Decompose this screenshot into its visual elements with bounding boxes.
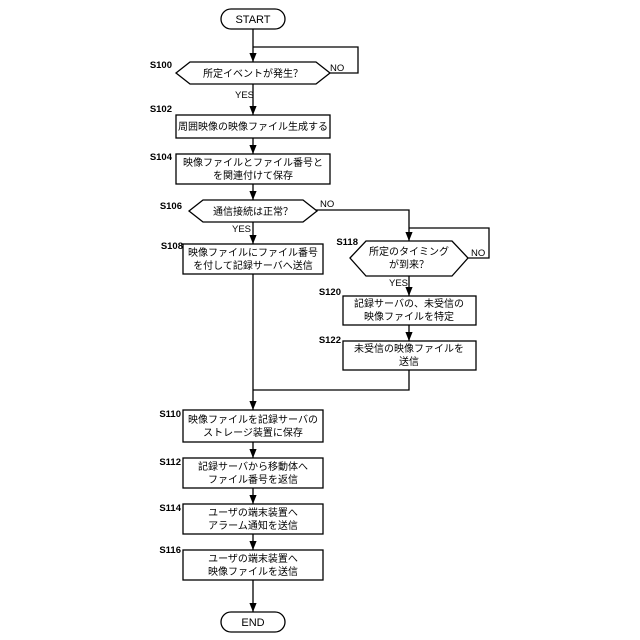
s110-label: S110 <box>159 409 181 420</box>
s114-text-1: ユーザの端末装置へ <box>208 506 298 519</box>
s110-text-2: ストレージ装置に保存 <box>203 426 303 439</box>
s100-text: 所定イベントが発生？ <box>203 67 303 80</box>
process-s120: 記録サーバの、未受信の 映像ファイルを特定 S120 <box>319 287 476 325</box>
s112-text-1: 記録サーバから移動体へ <box>198 460 308 473</box>
s118-no: NO <box>471 248 485 259</box>
s122-text-1: 未受信の映像ファイルを <box>354 343 464 355</box>
s122-label: S122 <box>319 335 341 346</box>
process-s102: 周囲映像の映像ファイル生成する S102 <box>150 104 330 138</box>
process-s114: ユーザの端末装置へ アラーム通知を送信 S114 <box>159 503 323 534</box>
s118-text-1: 所定のタイミング <box>369 245 449 258</box>
decision-s100: 所定イベントが発生？ S100 <box>150 60 330 84</box>
end-terminal: END <box>221 612 285 632</box>
start-terminal: START <box>221 9 285 29</box>
end-text: END <box>241 617 264 629</box>
s104-text-1: 映像ファイルとファイル番号と <box>183 157 323 169</box>
s104-text-2: を関連付けて保存 <box>213 169 293 182</box>
s118-text-2: が到来？ <box>389 258 429 271</box>
s106-yes: YES <box>232 224 251 235</box>
s116-label: S116 <box>159 545 181 556</box>
s110-text-1: 映像ファイルを記録サーバの <box>188 413 318 426</box>
s120-text-1: 記録サーバの、未受信の <box>354 297 464 310</box>
process-s112: 記録サーバから移動体へ ファイル番号を返信 S112 <box>159 457 323 488</box>
s116-text-1: ユーザの端末装置へ <box>208 552 298 565</box>
s112-text-2: ファイル番号を返信 <box>208 474 298 486</box>
s122-text-2: 送信 <box>399 355 419 368</box>
s106-text: 通信接続は正常？ <box>213 205 293 218</box>
process-s108: 映像ファイルにファイル番号 を付して記録サーバへ送信 S108 <box>161 241 323 274</box>
process-s122: 未受信の映像ファイルを 送信 S122 <box>319 335 476 370</box>
decision-s118: 所定のタイミング が到来？ S118 <box>336 237 468 276</box>
s108-text-1: 映像ファイルにファイル番号 <box>188 247 318 259</box>
s120-text-2: 映像ファイルを特定 <box>364 310 454 323</box>
s106-label: S106 <box>160 201 182 212</box>
s100-yes: YES <box>235 90 254 101</box>
s108-text-2: を付して記録サーバへ送信 <box>193 259 313 272</box>
s104-label: S104 <box>150 152 173 163</box>
s102-label: S102 <box>150 104 172 115</box>
s118-yes: YES <box>389 278 408 289</box>
s118-label: S118 <box>336 237 358 248</box>
s100-label: S100 <box>150 60 172 71</box>
s112-label: S112 <box>159 457 181 468</box>
process-s116: ユーザの端末装置へ 映像ファイルを送信 S116 <box>159 545 323 580</box>
s114-label: S114 <box>159 503 181 514</box>
process-s110: 映像ファイルを記録サーバの ストレージ装置に保存 S110 <box>159 409 323 442</box>
s114-text-2: アラーム通知を送信 <box>208 519 298 532</box>
process-s104: 映像ファイルとファイル番号と を関連付けて保存 S104 <box>150 152 330 184</box>
s100-no: NO <box>330 63 344 74</box>
s106-no: NO <box>320 199 334 210</box>
s108-label: S108 <box>161 241 183 252</box>
start-text: START <box>235 14 270 26</box>
s102-text: 周囲映像の映像ファイル生成する <box>178 120 328 133</box>
decision-s106: 通信接続は正常？ S106 <box>160 200 317 222</box>
s120-label: S120 <box>319 287 341 298</box>
s116-text-2: 映像ファイルを送信 <box>208 565 298 578</box>
